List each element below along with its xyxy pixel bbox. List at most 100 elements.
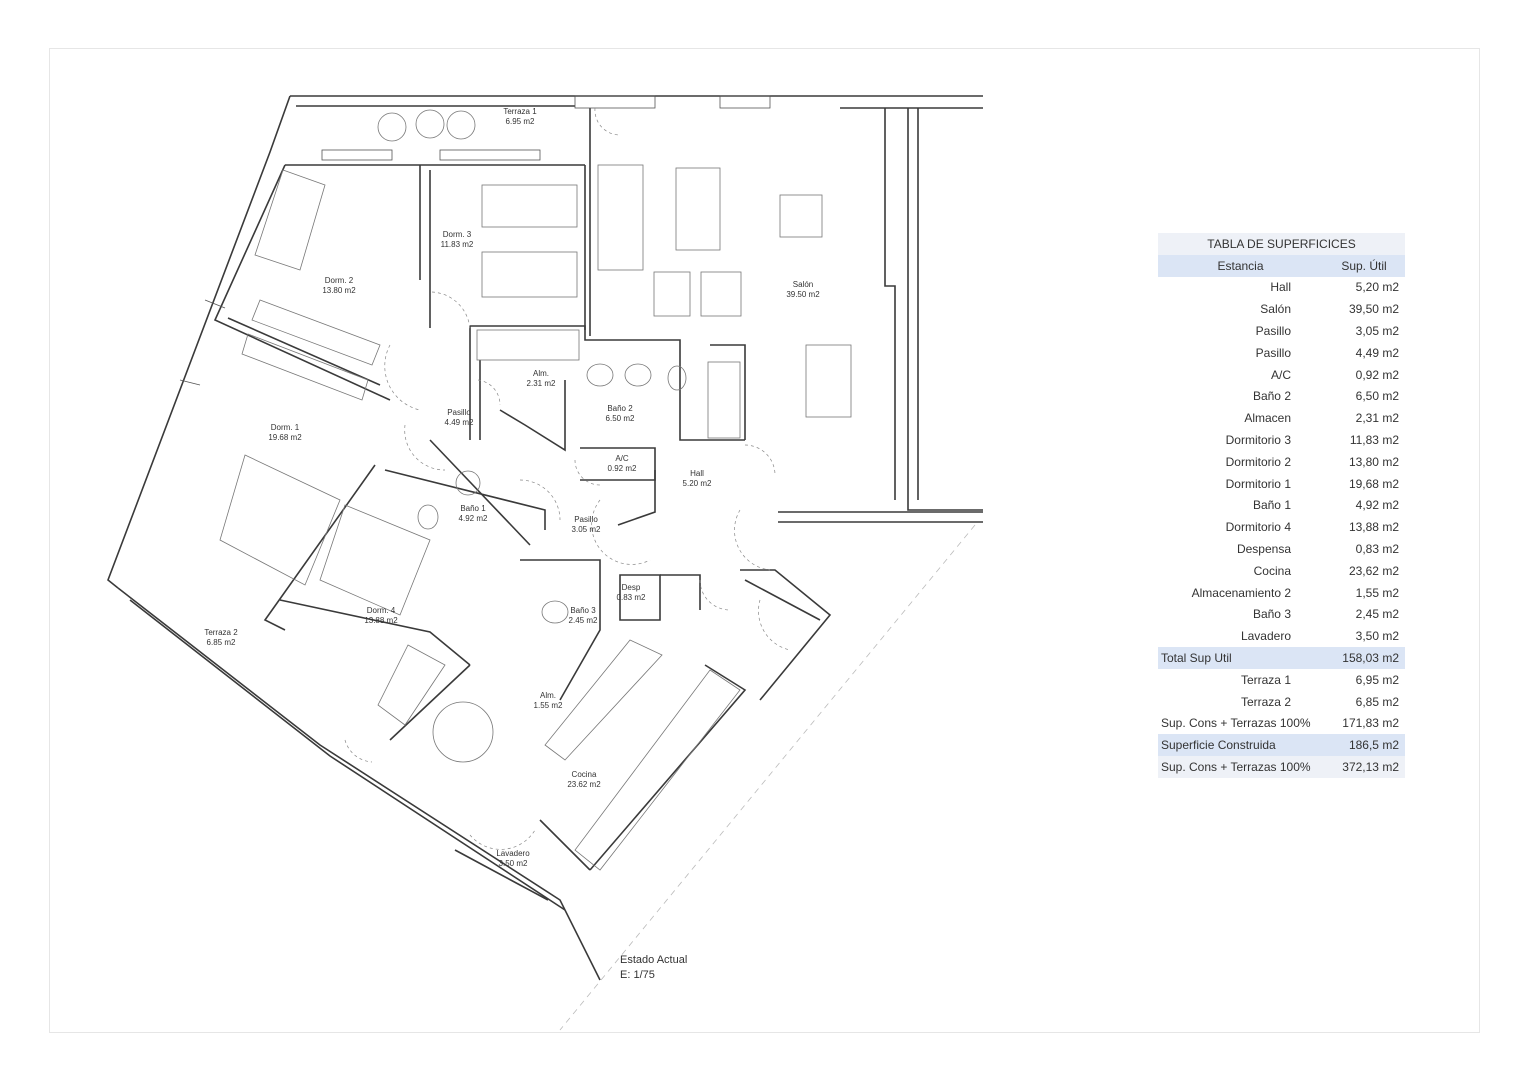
- room-name-dorm2: Dorm. 2: [325, 276, 354, 285]
- row-room: Dormitorio 4: [1225, 520, 1291, 535]
- row-room: Lavadero: [1240, 629, 1291, 644]
- table-row: A/C 0,92 m2: [1158, 364, 1405, 386]
- cons-terrazas-row: Sup. Cons + Terrazas 100% 171,83 m2: [1158, 713, 1405, 735]
- room-area-cocina: 23.62 m2: [567, 780, 601, 789]
- cons-terrazas-2-row: Sup. Cons + Terrazas 100% 372,13 m2: [1158, 756, 1405, 778]
- room-name-alm2: Alm.: [540, 691, 556, 700]
- row-room: Baño 3: [1252, 607, 1291, 622]
- construida-row: Superficie Construida 186,5 m2: [1158, 734, 1405, 757]
- row-area: 13,80 m2: [1348, 454, 1399, 469]
- row-area: 0,83 m2: [1355, 542, 1399, 557]
- stamp-scale: E: 1/75: [620, 969, 655, 981]
- table-row: Baño 1 4,92 m2: [1158, 495, 1405, 517]
- room-name-cocina: Cocina: [572, 770, 597, 779]
- row-area: 11,83 m2: [1349, 433, 1399, 448]
- cons-terrazas-label: Sup. Cons + Terrazas 100%: [1161, 716, 1311, 731]
- room-area-desp: 0.83 m2: [617, 593, 646, 602]
- total-util-value: 158,03 m2: [1342, 651, 1399, 666]
- room-name-dorm1: Dorm. 1: [271, 423, 300, 432]
- row-area: 0,92 m2: [1355, 367, 1399, 382]
- room-area-dorm4: 13.88 m2: [364, 616, 398, 625]
- room-name-hall: Hall: [690, 469, 704, 478]
- row-area: 5,20 m2: [1355, 280, 1399, 295]
- room-area-pasillo1: 4.49 m2: [445, 418, 474, 427]
- room-name-desp: Desp: [622, 583, 641, 592]
- furniture: [219, 109, 852, 871]
- total-util-row: Total Sup Util 158,03 m2: [1158, 647, 1405, 669]
- table-row: Pasillo 3,05 m2: [1158, 320, 1405, 342]
- construida-value: 186,5 m2: [1348, 738, 1399, 753]
- room-name-dorm3: Dorm. 3: [443, 230, 472, 239]
- table-row: Dormitorio 2 13,80 m2: [1158, 451, 1405, 473]
- row-area: 6,95 m2: [1355, 672, 1399, 687]
- door-swings: [344, 107, 791, 850]
- row-room: Salón: [1260, 302, 1291, 317]
- total-util-label: Total Sup Util: [1161, 651, 1232, 666]
- room-name-alm: Alm.: [533, 369, 549, 378]
- row-area: 39,50 m2: [1348, 302, 1399, 317]
- table-title-row: TABLA DE SUPERFICICES: [1158, 233, 1405, 255]
- room-name-terraza1: Terraza 1: [503, 107, 537, 116]
- row-area: 2,45 m2: [1355, 607, 1399, 622]
- row-area: 1,55 m2: [1355, 585, 1399, 600]
- outer-walls: [107, 95, 983, 981]
- room-area-terraza1: 6.95 m2: [506, 117, 535, 126]
- row-room: Pasillo: [1255, 324, 1291, 339]
- table-row: Baño 3 2,45 m2: [1158, 604, 1405, 626]
- row-area: 2,31 m2: [1355, 411, 1399, 426]
- table-row: Despensa 0,83 m2: [1158, 538, 1405, 560]
- row-area: 3,05 m2: [1355, 324, 1399, 339]
- table-row: Dormitorio 4 13,88 m2: [1158, 516, 1405, 538]
- room-area-bano1: 4.92 m2: [459, 514, 488, 523]
- row-area: 4,92 m2: [1355, 498, 1399, 513]
- row-room: Terraza 2: [1240, 694, 1291, 709]
- room-name-salon: Salón: [793, 280, 813, 289]
- row-room: Almacen: [1244, 411, 1291, 426]
- room-area-alm2: 1.55 m2: [534, 701, 563, 710]
- site-boundary-line: [559, 524, 976, 1031]
- room-area-dorm3: 11.83 m2: [441, 240, 474, 249]
- row-area: 23,62 m2: [1348, 563, 1399, 578]
- room-area-hall: 5.20 m2: [683, 479, 712, 488]
- room-area-lavadero: 3.50 m2: [499, 859, 528, 868]
- room-area-salon: 39.50 m2: [786, 290, 820, 299]
- room-name-dorm4: Dorm. 4: [367, 606, 396, 615]
- room-name-ac: A/C: [615, 454, 629, 463]
- table-title: TABLA DE SUPERFICICES: [1207, 236, 1356, 251]
- row-room: Despensa: [1236, 542, 1291, 557]
- stamp-title: Estado Actual: [620, 954, 687, 966]
- room-name-bano3: Baño 3: [570, 606, 596, 615]
- row-area: 13,88 m2: [1348, 520, 1399, 535]
- room-name-terraza2: Terraza 2: [204, 628, 238, 637]
- row-room: Baño 1: [1252, 498, 1291, 513]
- row-area: 3,50 m2: [1355, 629, 1399, 644]
- row-room: Hall: [1270, 280, 1291, 295]
- room-area-pasillo2: 3.05 m2: [572, 525, 601, 534]
- row-area: 6,50 m2: [1355, 389, 1399, 404]
- cons-terrazas-value: 171,83 m2: [1342, 716, 1399, 731]
- room-area-bano2: 6.50 m2: [606, 414, 635, 423]
- col-room-header: Estancia: [1217, 258, 1264, 273]
- room-area-dorm2: 13.80 m2: [322, 286, 356, 295]
- row-room: Dormitorio 2: [1225, 454, 1291, 469]
- row-room: A/C: [1270, 367, 1291, 382]
- table-row: Lavadero 3,50 m2: [1158, 625, 1405, 647]
- construida-label: Superficie Construida: [1161, 738, 1276, 753]
- room-area-ac: 0.92 m2: [608, 464, 637, 473]
- row-area: 4,49 m2: [1355, 345, 1399, 360]
- row-area: 19,68 m2: [1348, 476, 1399, 491]
- room-name-pasillo1: Pasillo: [447, 408, 471, 417]
- table-row: Hall 5,20 m2: [1158, 277, 1405, 299]
- col-area-header: Sup. Útil: [1341, 258, 1387, 273]
